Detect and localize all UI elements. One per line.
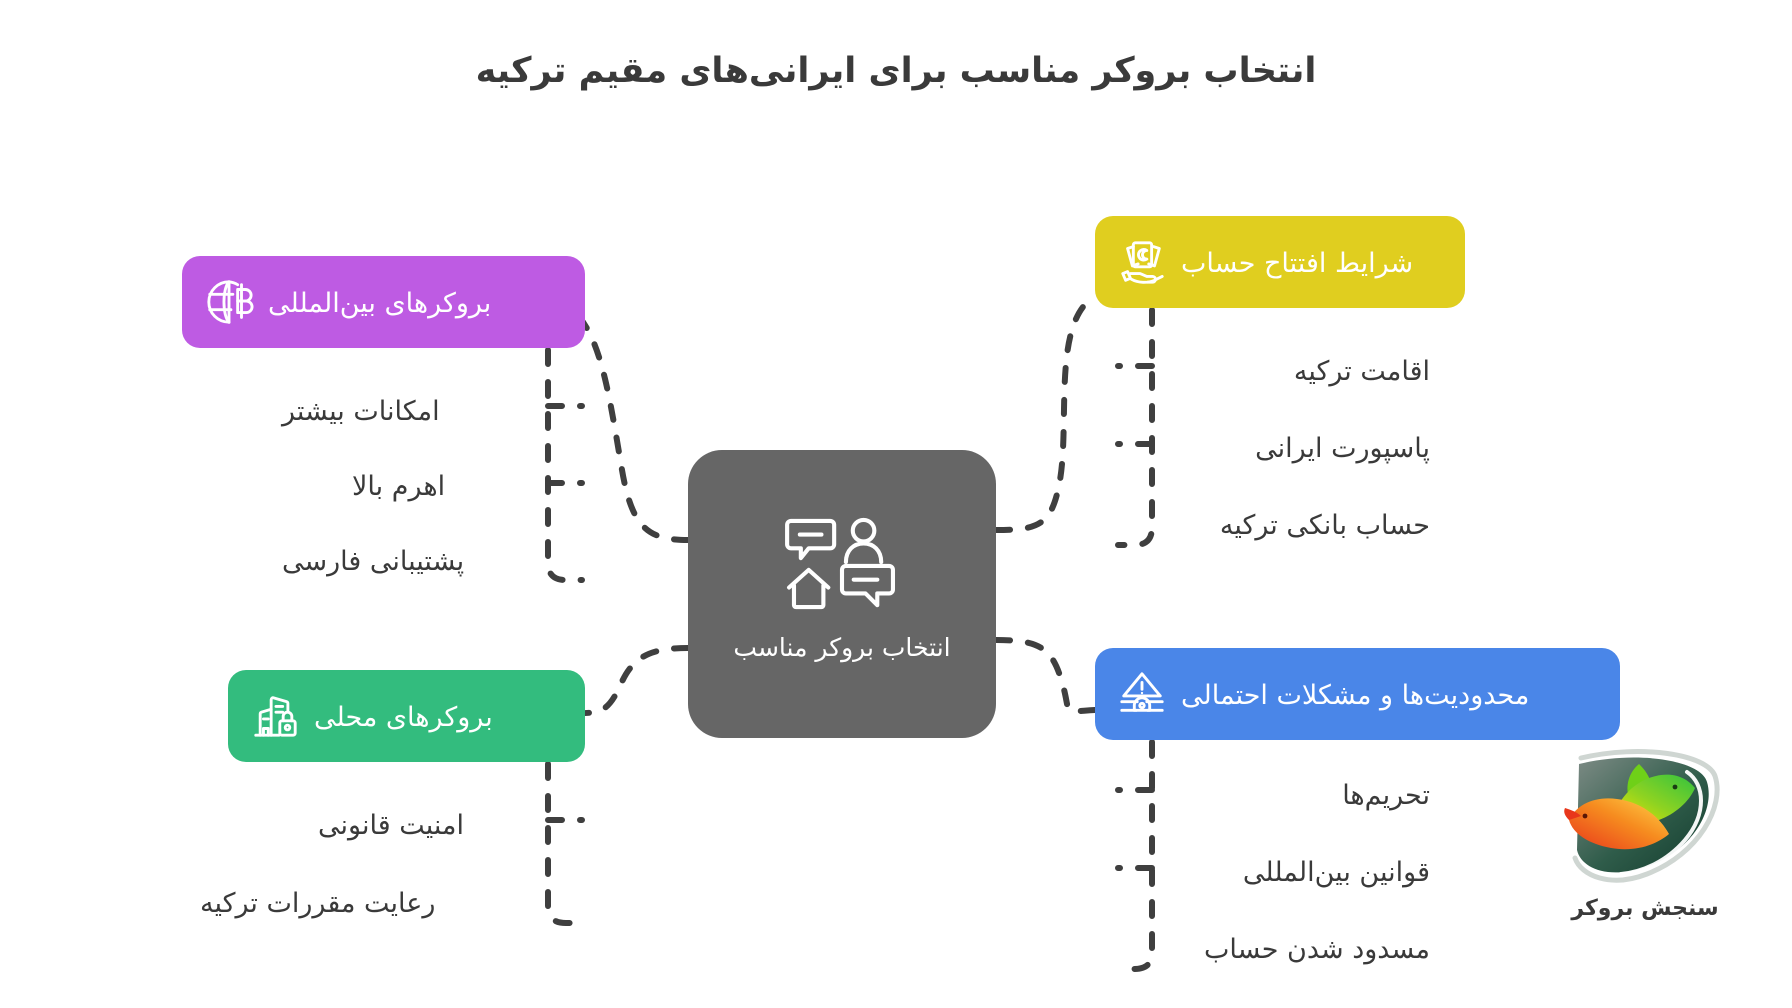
sub-item-limits-0[interactable]: تحریم‌ها — [1342, 780, 1430, 811]
page-title: انتخاب بروکر مناسب برای ایرانی‌های مقیم … — [475, 51, 1317, 91]
sub-item-limits-1[interactable]: قوانین بین‌المللی — [1242, 857, 1430, 888]
hand-holding-money-icon — [1121, 241, 1164, 284]
branch-pill-account[interactable]: شرایط افتتاح حساب — [1095, 216, 1465, 308]
sub-item-international-1[interactable]: اهرم بالا — [352, 471, 446, 502]
connector-local-trunk — [545, 761, 585, 926]
warning-restriction-icon — [1120, 672, 1164, 712]
building-lock-icon — [254, 696, 297, 737]
brand-logo[interactable]: سنجش بروکر — [1540, 742, 1750, 950]
sub-item-local-0[interactable]: امنیت قانونی — [318, 810, 464, 841]
branch-pill-international[interactable]: بروکرهای بین‌المللی — [182, 256, 585, 348]
connector-center-to-international — [565, 303, 691, 543]
connector-account-trunk — [1115, 307, 1155, 548]
people-chat-home-icon — [785, 518, 896, 610]
connector-limits-trunk — [1115, 739, 1155, 972]
connector-center-to-limits — [993, 637, 1098, 715]
globe-dollar-icon — [207, 280, 254, 324]
bull-bear-shield-logo — [1564, 749, 1720, 883]
brand-logo-text: سنجش بروکر — [1571, 896, 1719, 921]
branch-pill-limits-label: محدودیت‌ها و مشکلات احتمالی — [1181, 679, 1530, 711]
branch-pill-account-label: شرایط افتتاح حساب — [1181, 247, 1414, 279]
branch-pill-local[interactable]: بروکرهای محلی — [228, 670, 585, 762]
sub-item-account-2[interactable]: حساب بانکی ترکیه — [1219, 510, 1430, 541]
sub-item-limits-2[interactable]: مسدود شدن حساب — [1204, 934, 1430, 965]
connector-center-to-local — [565, 645, 691, 717]
center-node[interactable]: انتخاب بروکر مناسب — [688, 450, 996, 738]
center-node-label: انتخاب بروکر مناسب — [733, 633, 951, 663]
sub-item-account-1[interactable]: پاسپورت ایرانی — [1255, 433, 1430, 464]
sub-item-international-0[interactable]: امکانات بیشتر — [282, 396, 440, 427]
sub-item-local-1[interactable]: رعایت مقررات ترکیه — [200, 888, 436, 919]
branch-pill-limits[interactable]: محدودیت‌ها و مشکلات احتمالی — [1095, 648, 1620, 740]
connector-center-to-account — [993, 293, 1098, 533]
sub-item-account-0[interactable]: اقامت ترکیه — [1293, 356, 1430, 387]
sub-item-international-2[interactable]: پشتیبانی فارسی — [282, 546, 465, 577]
connector-international-trunk — [545, 347, 585, 583]
branch-pill-local-label: بروکرهای محلی — [314, 701, 493, 733]
branch-pill-international-label: بروکرهای بین‌المللی — [268, 287, 492, 319]
